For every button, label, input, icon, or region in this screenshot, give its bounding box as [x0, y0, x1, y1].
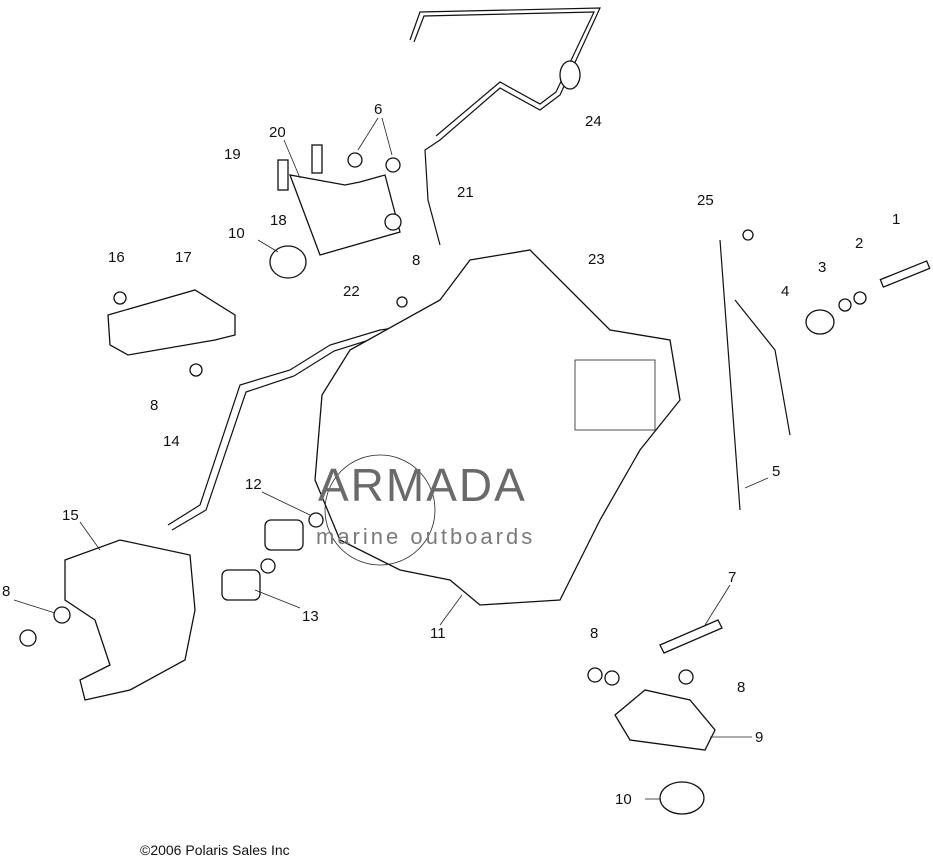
part-8-r3	[678, 669, 694, 685]
leader-8-b	[13, 599, 56, 614]
leader-15	[79, 521, 101, 551]
callout-11: 11	[430, 625, 446, 642]
part-1	[879, 260, 931, 288]
part-16	[113, 291, 127, 305]
part-8-b1	[53, 606, 71, 624]
engine	[314, 249, 681, 606]
part-6a	[347, 152, 363, 168]
callout-25: 25	[697, 192, 714, 209]
callout-12: 12	[245, 476, 262, 493]
callout-18: 18	[270, 212, 287, 229]
part-8-left	[189, 363, 203, 377]
watermark-subtitle: marine outboards	[316, 524, 536, 549]
copyright-text: ©2006 Polaris Sales Inc	[140, 842, 290, 858]
leader-11	[439, 594, 463, 626]
callout-16: 16	[108, 249, 125, 266]
leader-7	[704, 584, 731, 626]
callout-1: 1	[892, 211, 901, 228]
callout-5: 5	[772, 463, 781, 480]
part-24	[559, 60, 581, 90]
leader-6	[357, 117, 379, 151]
callout-9: 9	[755, 729, 764, 746]
engine-flywheel	[324, 454, 436, 566]
part-8-r2	[604, 670, 620, 686]
part-13	[221, 569, 261, 601]
part-9-bracket	[614, 689, 716, 751]
part-5-tube	[734, 299, 791, 436]
callout-22: 22	[343, 283, 360, 300]
part-12-washer	[308, 512, 324, 528]
part-8-r1	[587, 667, 603, 683]
part-3	[838, 298, 852, 312]
callout-8-bracket: 8	[2, 583, 11, 600]
upper-line	[409, 7, 601, 246]
callout-8-top: 8	[412, 252, 421, 269]
callout-8-right: 8	[590, 625, 599, 642]
callout-4: 4	[781, 283, 790, 300]
leader-6b	[381, 117, 393, 156]
part-20	[311, 144, 323, 174]
part-5-rod	[719, 239, 741, 511]
callout-6: 6	[374, 101, 383, 118]
hose-14	[167, 324, 416, 526]
part-25	[742, 229, 754, 241]
part-10-lower	[659, 781, 705, 815]
part-4	[805, 309, 835, 335]
callout-21: 21	[457, 184, 474, 201]
part-18-bracket	[288, 174, 401, 256]
part-10-upper	[269, 245, 307, 279]
callout-3: 3	[818, 259, 827, 276]
callout-2: 2	[855, 235, 864, 252]
part-22	[396, 296, 408, 308]
leader-12	[261, 491, 311, 516]
part-17-bracket	[107, 289, 236, 356]
callout-19: 19	[224, 146, 241, 163]
callout-7: 7	[728, 569, 737, 586]
part-2	[853, 291, 867, 305]
part-15-bracket	[64, 539, 196, 701]
part-12	[264, 519, 304, 551]
leader-5	[744, 477, 769, 489]
callout-10-lower: 10	[615, 791, 632, 808]
watermark-title: ARMADA	[318, 459, 527, 511]
part-19	[277, 159, 289, 191]
leader-13	[254, 589, 301, 609]
callout-24: 24	[585, 113, 602, 130]
callout-8-far-right: 8	[737, 679, 746, 696]
engine-cylinder	[574, 359, 656, 431]
callout-13: 13	[302, 608, 319, 625]
callout-10-upper: 10	[228, 225, 245, 242]
callout-14: 14	[163, 433, 180, 450]
leader-20	[283, 139, 301, 179]
leader-10-upper	[257, 239, 279, 253]
part-8-top	[384, 213, 402, 231]
callout-20: 20	[269, 124, 286, 141]
part-6b	[385, 157, 401, 173]
upper-line-inner	[413, 11, 595, 137]
part-8-b2	[19, 629, 37, 647]
callout-23: 23	[588, 251, 605, 268]
callout-17: 17	[175, 249, 192, 266]
part-13-washer	[260, 558, 276, 574]
callout-8-left: 8	[150, 397, 159, 414]
callout-15: 15	[62, 507, 79, 524]
part-7	[659, 619, 723, 654]
